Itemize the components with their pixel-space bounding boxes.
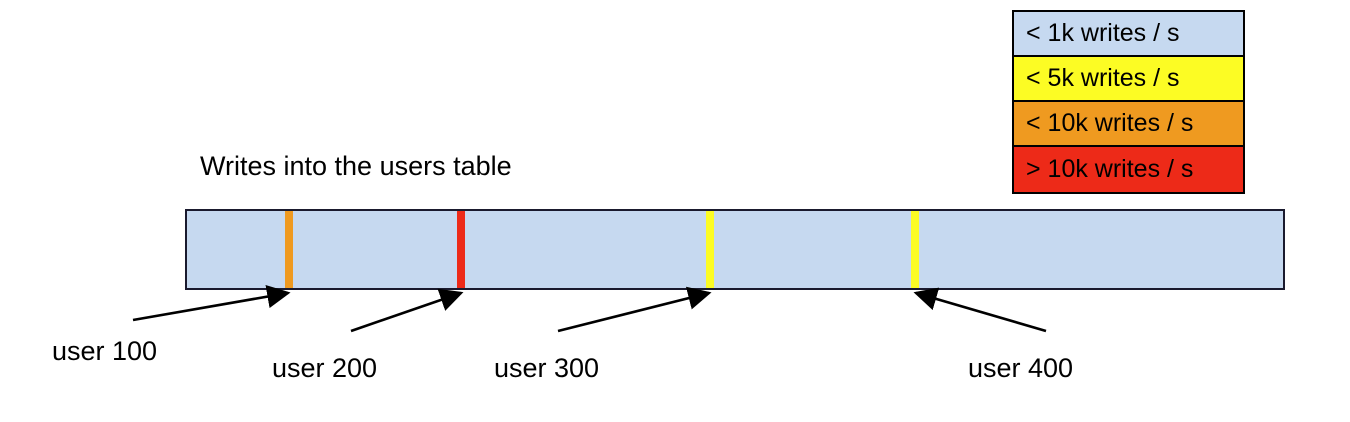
legend-label-under-10k: < 10k writes / s [1026,109,1194,137]
legend-label-under-5k: < 5k writes / s [1026,64,1180,92]
user-300-stripe [706,211,714,288]
annotation-label-user-400: user 400 [968,353,1074,383]
arrow-user-100 [132,285,291,322]
legend-label-over-10k: > 10k writes / s [1026,155,1194,183]
legend-row-under-5k: < 5k writes / s [1014,57,1243,102]
annotation-label-user-300: user 300 [494,353,600,383]
arrow-user-200 [350,288,464,333]
annotation-label-user-100: user 100 [52,336,158,366]
user-100-stripe [285,211,293,288]
user-200-stripe [457,211,465,288]
legend-row-under-10k: < 10k writes / s [1014,102,1243,147]
arrow-user-300 [557,286,712,333]
legend-row-under-1k: < 1k writes / s [1014,12,1243,57]
writes-legend: < 1k writes / s < 5k writes / s < 10k wr… [1012,10,1245,194]
legend-label-under-1k: < 1k writes / s [1026,19,1180,47]
legend-row-over-10k: > 10k writes / s [1014,147,1243,192]
arrow-user-400 [913,287,1047,333]
annotation-label-user-200: user 200 [272,353,378,383]
bar-base-fill [187,211,1283,288]
chart-caption: Writes into the users table [200,151,512,181]
user-400-stripe [911,211,919,288]
users-table-bar [185,209,1285,290]
